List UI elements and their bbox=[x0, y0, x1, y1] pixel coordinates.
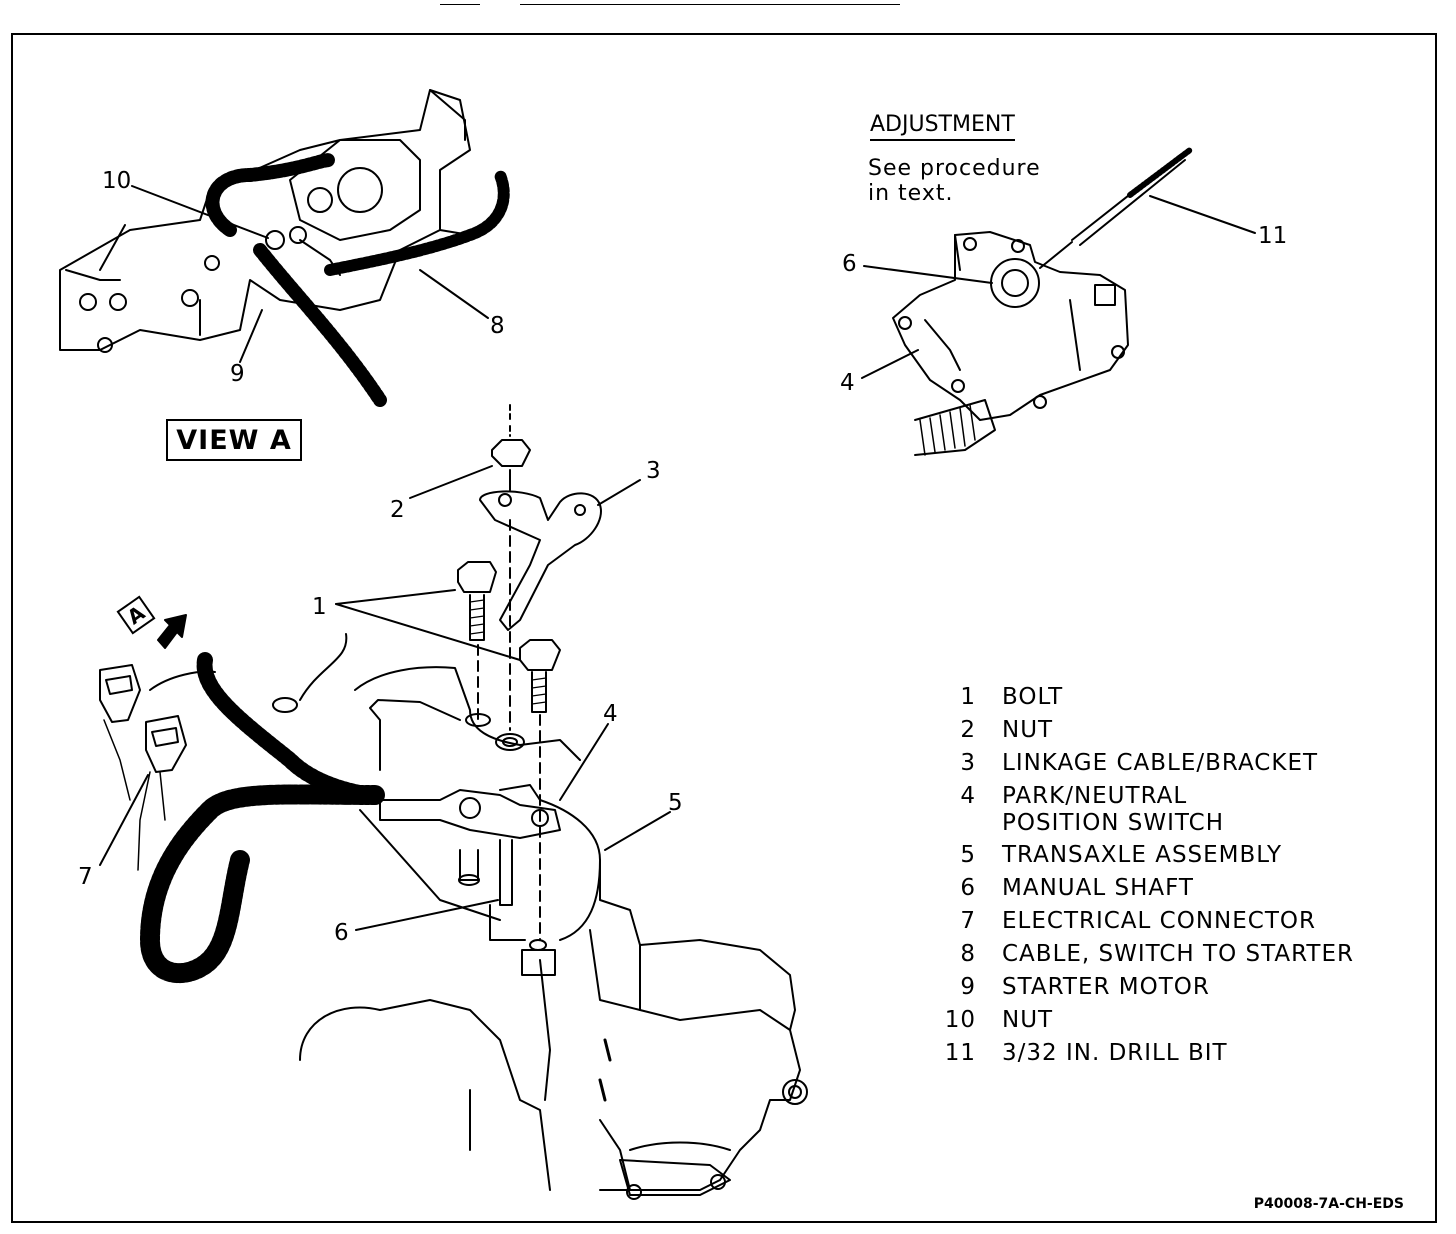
adjustment-note-line-1: See procedure bbox=[868, 156, 1041, 181]
callout-7: 7 bbox=[78, 864, 93, 890]
legend-label: 3/32 IN. DRILL BIT bbox=[1002, 1040, 1228, 1066]
legend-number: 11 bbox=[944, 1040, 976, 1066]
callout-8: 8 bbox=[490, 313, 505, 339]
legend-item: 4 PARK/NEUTRAL POSITION SWITCH bbox=[940, 783, 1400, 842]
adjustment-note-line-2: in text. bbox=[868, 181, 954, 206]
legend-item: 10 NUT bbox=[940, 1007, 1400, 1040]
legend-item: 5 TRANSAXLE ASSEMBLY bbox=[940, 842, 1400, 875]
legend-number: 10 bbox=[944, 1007, 976, 1033]
legend-label: CABLE, SWITCH TO STARTER bbox=[1002, 941, 1354, 967]
view-a-starter-illustration bbox=[59, 89, 510, 407]
legend-label: ELECTRICAL CONNECTOR bbox=[1002, 908, 1316, 934]
legend-number: 9 bbox=[960, 974, 976, 1000]
legend-number: 4 bbox=[960, 783, 976, 809]
main-exploded-illustration bbox=[99, 404, 808, 1200]
legend-label: STARTER MOTOR bbox=[1002, 974, 1210, 1000]
adjustment-note: See procedure in text. bbox=[868, 156, 1041, 206]
legend-label: BOLT bbox=[1002, 684, 1064, 710]
legend-number: 8 bbox=[960, 941, 976, 967]
legend-item: 3 LINKAGE CABLE/BRACKET bbox=[940, 750, 1400, 783]
legend-number: 6 bbox=[960, 875, 976, 901]
top-rule-left bbox=[440, 4, 480, 5]
legend-item: 7 ELECTRICAL CONNECTOR bbox=[940, 908, 1400, 941]
callout-10: 10 bbox=[102, 168, 132, 194]
legend-number: 1 bbox=[960, 684, 976, 710]
legend-number: 7 bbox=[960, 908, 976, 934]
callout-11: 11 bbox=[1258, 223, 1288, 249]
legend-label: PARK/NEUTRAL POSITION SWITCH bbox=[1002, 783, 1224, 836]
legend-label: NUT bbox=[1002, 1007, 1054, 1033]
callout-3: 3 bbox=[646, 458, 661, 484]
adjustment-title: ADJUSTMENT bbox=[870, 112, 1015, 141]
callout-6: 6 bbox=[334, 920, 349, 946]
legend-item: 9 STARTER MOTOR bbox=[940, 974, 1400, 1007]
legend-item: 8 CABLE, SWITCH TO STARTER bbox=[940, 941, 1400, 974]
legend-label: NUT bbox=[1002, 717, 1054, 743]
figure-id: P40008-7A-CH-EDS bbox=[1253, 1196, 1404, 1212]
legend-item: 6 MANUAL SHAFT bbox=[940, 875, 1400, 908]
legend-number: 3 bbox=[960, 750, 976, 776]
callout-4: 4 bbox=[603, 701, 618, 727]
legend-label: MANUAL SHAFT bbox=[1002, 875, 1194, 901]
diagram-frame bbox=[11, 33, 1437, 1223]
view-a-label: VIEW A bbox=[166, 419, 302, 461]
callout-6-adjustment: 6 bbox=[842, 251, 857, 277]
legend-item: 2 NUT bbox=[940, 717, 1400, 750]
callout-4-adjustment: 4 bbox=[840, 370, 855, 396]
callout-2: 2 bbox=[390, 497, 405, 523]
callout-5: 5 bbox=[668, 790, 683, 816]
legend-item: 11 3/32 IN. DRILL BIT bbox=[940, 1040, 1400, 1073]
legend-label: TRANSAXLE ASSEMBLY bbox=[1002, 842, 1283, 868]
top-rule-right bbox=[520, 4, 900, 5]
legend-label: LINKAGE CABLE/BRACKET bbox=[1002, 750, 1319, 776]
callout-9: 9 bbox=[230, 361, 245, 387]
adjustment-switch-illustration bbox=[861, 147, 1256, 456]
legend-number: 2 bbox=[960, 717, 976, 743]
legend-number: 5 bbox=[960, 842, 976, 868]
callout-1: 1 bbox=[312, 594, 327, 620]
legend-item: 1 BOLT bbox=[940, 684, 1400, 717]
